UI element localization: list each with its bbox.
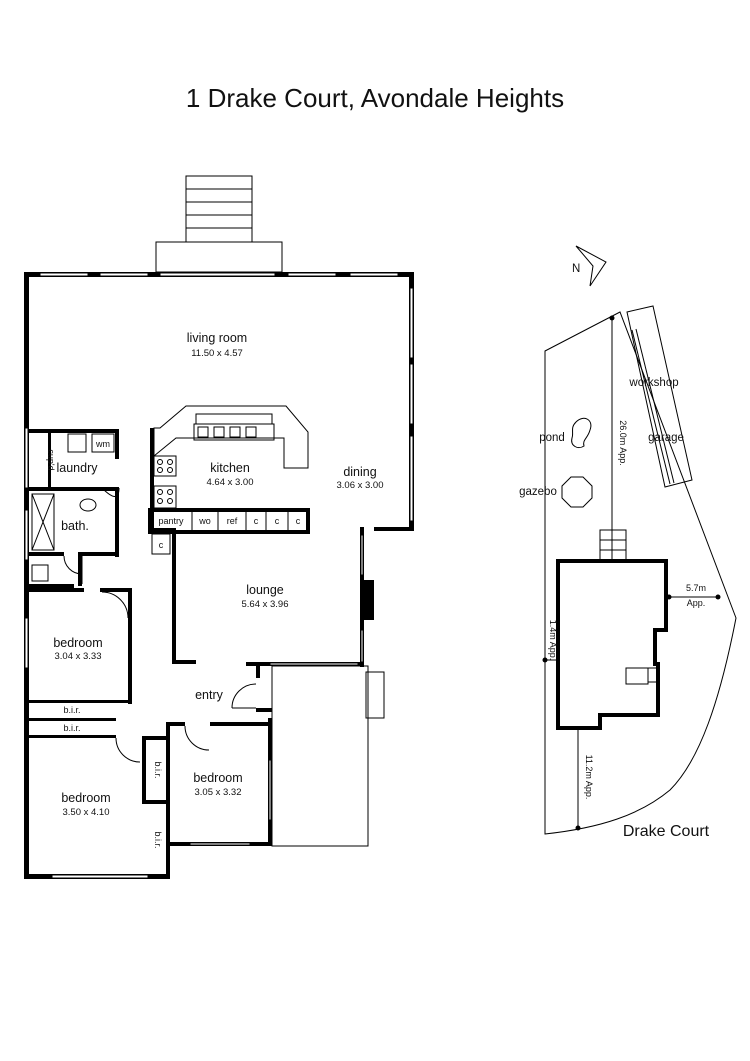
north-label: N: [572, 263, 580, 275]
bedroom-1-dims: 3.04 x 3.33: [54, 651, 101, 662]
kitchen-label: kitchen: [210, 461, 250, 475]
dining-dims: 3.06 x 3.00: [336, 480, 383, 491]
front-distance-label: 11.2m App.: [584, 755, 594, 800]
rear-steps: [155, 175, 283, 273]
bedroom-3-dims: 3.05 x 3.32: [194, 787, 241, 798]
side-distance-app: App.: [687, 598, 706, 608]
bir-label-4: b.i.r.: [153, 831, 163, 848]
bir-label-2: b.i.r.: [63, 723, 80, 733]
laundry-sink: [67, 433, 87, 453]
washing-machine: [91, 433, 115, 453]
bedroom-2-label: bedroom: [61, 791, 110, 805]
exterior-walls: [24, 272, 414, 879]
cupboard-c-1: c: [254, 516, 259, 526]
lounge-label: lounge: [246, 583, 284, 597]
interior-walls: [29, 428, 272, 878]
cupboard-c-4: c: [159, 540, 164, 550]
kitchen-bench: [148, 405, 310, 555]
bedroom-1-label: bedroom: [53, 636, 102, 650]
lounge-dims: 5.64 x 3.96: [241, 599, 288, 610]
pond-shape: [571, 417, 592, 449]
north-arrow-icon: N: [572, 245, 607, 287]
gazebo-label: gazebo: [519, 486, 557, 498]
plan-title: 1 Drake Court, Avondale Heights: [186, 83, 564, 113]
site-plan: N workshop garage po: [519, 245, 737, 840]
bir-label-3: b.i.r.: [153, 761, 163, 778]
bedroom-2-dims: 3.50 x 4.10: [62, 807, 109, 818]
bedroom-3-label: bedroom: [193, 771, 242, 785]
cupboard-c-2: c: [275, 516, 280, 526]
rear-distance-label: 26.0m App.: [618, 420, 628, 466]
house-footprint: [556, 559, 668, 730]
fridge-label: ref: [227, 516, 238, 526]
pond-label: pond: [539, 432, 565, 444]
door-swings: [63, 487, 257, 763]
bir-label-1: b.i.r.: [63, 705, 80, 715]
living-room-dims: 11.50 x 4.57: [191, 348, 243, 359]
property-boundary: [544, 311, 737, 835]
workshop-label: workshop: [628, 377, 678, 389]
side-distance-label: 5.7m: [686, 583, 706, 593]
pantry-label: pantry: [158, 516, 184, 526]
laundry-label: laundry: [57, 461, 99, 475]
street-label: Drake Court: [623, 823, 710, 840]
bath-label: bath.: [61, 519, 89, 533]
washing-machine-label: wm: [95, 439, 110, 449]
gazebo-shape: [561, 476, 593, 508]
kitchen-dims: 4.64 x 3.00: [206, 477, 253, 488]
garage-workshop: [626, 305, 693, 488]
cupboard-label: cup'd: [46, 449, 56, 470]
entry-label: entry: [195, 688, 224, 702]
garage-label: garage: [648, 432, 684, 444]
left-distance-label: 1.4m App.: [548, 620, 558, 661]
dining-label: dining: [343, 465, 376, 479]
wall-oven-label: wo: [198, 516, 211, 526]
floor-plan: living room 11.50 x 4.57 kitchen 4.64 x …: [24, 175, 414, 879]
living-room-label: living room: [187, 331, 247, 345]
cupboard-c-3: c: [296, 516, 301, 526]
